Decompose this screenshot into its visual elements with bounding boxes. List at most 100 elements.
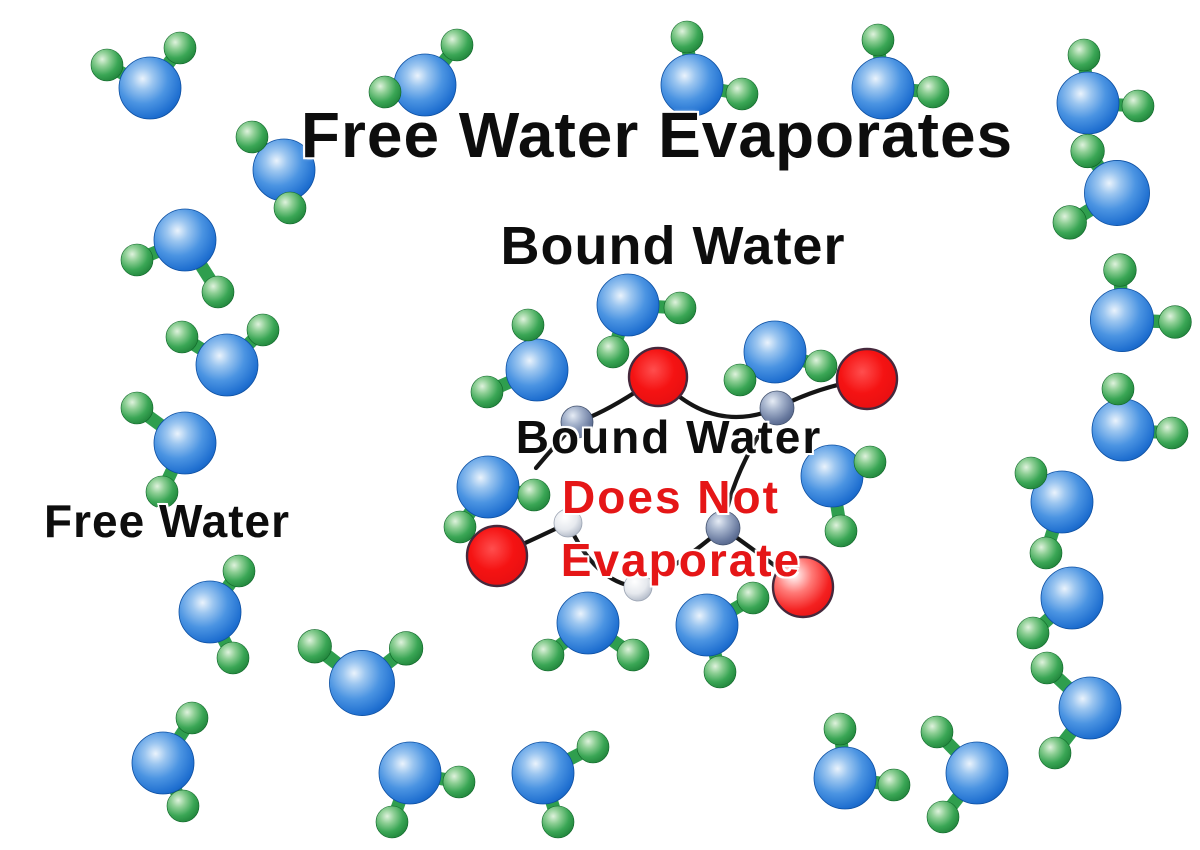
oxygen-sphere: [743, 320, 807, 384]
hydrogen-sphere: [531, 638, 565, 672]
hydrogen-sphere: [440, 28, 474, 62]
hydrogen-sphere: [1103, 253, 1137, 287]
oxygen-sphere: [1040, 566, 1104, 630]
water-molecule: [813, 712, 911, 810]
oxygen-sphere: [813, 746, 877, 810]
oxygen-sphere: [511, 741, 575, 805]
oxygen-sphere: [1089, 287, 1155, 353]
hydrogen-sphere: [163, 31, 197, 65]
hydrogen-sphere: [443, 510, 477, 544]
hydrogen-sphere: [804, 349, 838, 383]
hydrogen-sphere: [120, 243, 154, 277]
hydrogen-sphere: [616, 638, 650, 672]
oxygen-sphere: [131, 731, 195, 795]
water-molecule: [120, 391, 217, 509]
hydrogen-sphere: [1029, 536, 1063, 570]
water-molecule: [297, 629, 424, 716]
hydrogen-sphere: [596, 335, 630, 369]
hydrogen-sphere: [725, 77, 759, 111]
backbone-node: [623, 572, 653, 602]
hydrogen-sphere: [916, 75, 950, 109]
hydrogen-sphere: [861, 23, 895, 57]
hydrogen-sphere: [1101, 372, 1135, 406]
water-molecule: [1052, 133, 1150, 240]
label-evaporate: Evaporate: [560, 534, 802, 586]
oxygen-sphere: [945, 741, 1009, 805]
water-molecule: [531, 591, 650, 672]
hydrogen-sphere: [375, 805, 409, 839]
hydrogen-sphere: [1052, 205, 1087, 240]
oxygen-sphere: [329, 650, 395, 716]
hydrogen-sphere: [246, 313, 280, 347]
hydrogen-sphere: [1030, 651, 1064, 685]
hydrogen-sphere: [222, 554, 256, 588]
hydrogen-sphere: [1038, 736, 1072, 770]
water-molecule: [165, 313, 280, 397]
backbone-node: [560, 405, 594, 439]
water-molecule: [920, 715, 1009, 834]
hydrogen-sphere: [235, 120, 269, 154]
water-molecule: [368, 28, 474, 117]
title-free-water-evaporates: Free Water Evaporates: [300, 99, 1014, 171]
oxygen-sphere: [660, 53, 724, 117]
hydrogen-sphere: [541, 805, 575, 839]
water-molecule: [131, 701, 209, 823]
hydrogen-sphere: [201, 275, 235, 309]
hydrogen-sphere: [1016, 616, 1050, 650]
water-molecule: [596, 273, 697, 369]
water-molecule: [178, 554, 256, 675]
oxygen-sphere: [1091, 398, 1155, 462]
label-bound-water-top: Bound Water: [500, 216, 846, 276]
water-molecule: [660, 20, 759, 117]
binding-site-red: [627, 346, 689, 408]
hydrogen-sphere: [703, 655, 737, 689]
oxygen-sphere: [505, 338, 569, 402]
oxygen-sphere: [178, 580, 242, 644]
oxygen-sphere: [378, 741, 442, 805]
oxygen-sphere: [195, 333, 259, 397]
hydrogen-sphere: [926, 800, 960, 834]
hydrogen-sphere: [1070, 133, 1105, 169]
water-molecule: [1014, 456, 1094, 570]
water-molecule: [1030, 651, 1122, 770]
oxygen-sphere: [596, 273, 660, 337]
hydrogen-sphere: [1158, 305, 1192, 339]
water-molecule: [800, 444, 887, 548]
hydrogen-sphere: [663, 291, 697, 325]
label-does-not: Does Not: [562, 471, 780, 523]
water-molecule: [851, 23, 950, 120]
hydrogen-sphere: [670, 20, 704, 54]
hydrogen-sphere: [145, 475, 179, 509]
water-molecule: [443, 455, 551, 544]
backbone-node: [759, 390, 795, 426]
hydrogen-sphere: [120, 391, 154, 425]
oxygen-sphere: [1056, 71, 1120, 135]
hydrogen-sphere: [1067, 38, 1101, 72]
oxygen-sphere: [675, 593, 739, 657]
binding-site-red: [835, 347, 899, 411]
hydrogen-sphere: [273, 191, 307, 225]
hydrogen-sphere: [1155, 416, 1189, 450]
hydrogen-sphere: [736, 581, 770, 615]
hydrogen-sphere: [853, 445, 887, 479]
label-bound-water-center: Bound Water: [515, 411, 823, 463]
backbone-node: [553, 508, 583, 538]
hydrogen-sphere: [517, 478, 551, 512]
water-molecule: [675, 581, 770, 689]
oxygen-sphere: [118, 56, 182, 120]
hydrogen-sphere: [442, 765, 476, 799]
binding-site-layer: [465, 346, 899, 619]
hydrogen-sphere: [576, 730, 610, 764]
water-molecule: [1016, 566, 1104, 650]
hydrogen-sphere: [297, 629, 332, 664]
hydrogen-sphere: [824, 514, 858, 548]
hydrogen-sphere: [90, 48, 124, 82]
water-molecule: [1091, 372, 1189, 462]
hydrogen-sphere: [165, 320, 199, 354]
oxygen-sphere: [1084, 160, 1150, 226]
hydrogen-sphere: [920, 715, 954, 749]
oxygen-sphere: [556, 591, 620, 655]
hydrogen-sphere: [166, 789, 200, 823]
water-molecule: [120, 208, 235, 309]
